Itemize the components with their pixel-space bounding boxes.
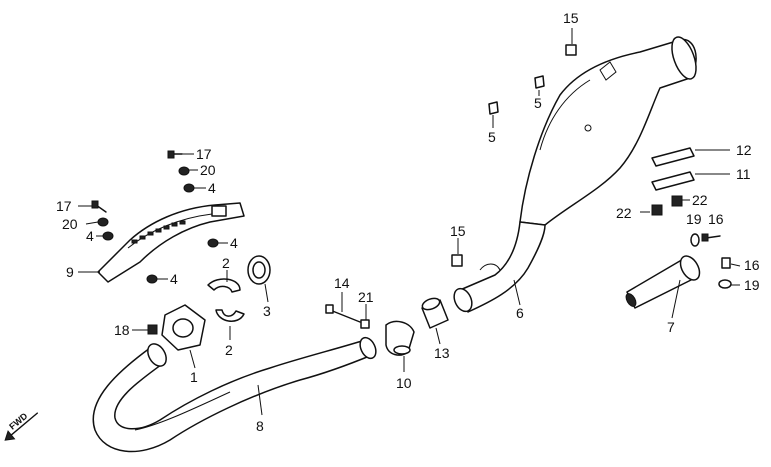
bolt-15-mid bbox=[451, 254, 463, 267]
label-2: 2 bbox=[222, 255, 230, 271]
tail-pipe bbox=[625, 255, 701, 309]
nut-4-upper bbox=[183, 183, 195, 193]
bolt-17-lower bbox=[91, 200, 107, 213]
bolt-15-top bbox=[565, 44, 577, 56]
washer-20-upper bbox=[178, 166, 190, 176]
label-4: 4 bbox=[170, 271, 178, 287]
grommet-22-b bbox=[671, 195, 683, 207]
label-15: 15 bbox=[563, 10, 579, 26]
nut-5b bbox=[488, 101, 499, 115]
nut-21 bbox=[360, 319, 370, 329]
label-19: 19 bbox=[686, 211, 702, 227]
label-20: 20 bbox=[200, 162, 216, 178]
label-21: 21 bbox=[358, 289, 374, 305]
fastener-16-upper bbox=[701, 233, 721, 242]
part-labels: 15 5 5 12 11 22 22 19 16 16 19 7 6 15 17… bbox=[56, 10, 760, 434]
label-22: 22 bbox=[692, 192, 708, 208]
gasket-3 bbox=[247, 255, 271, 285]
label-11: 11 bbox=[736, 166, 751, 182]
clamp-10 bbox=[385, 320, 415, 356]
gasket-plate-11 bbox=[651, 171, 695, 191]
washer-19-lower bbox=[718, 279, 732, 289]
exhaust-pipe bbox=[92, 336, 377, 453]
label-8: 8 bbox=[256, 418, 264, 434]
label-3: 3 bbox=[263, 303, 271, 319]
washer-19-upper bbox=[690, 233, 700, 247]
label-10: 10 bbox=[396, 375, 412, 391]
muffler bbox=[453, 36, 697, 313]
flange-1 bbox=[161, 304, 206, 351]
gasket-13 bbox=[421, 297, 449, 329]
label-14: 14 bbox=[334, 275, 350, 291]
nut-4-mid bbox=[207, 238, 219, 248]
label-2: 2 bbox=[225, 342, 233, 358]
label-16: 16 bbox=[744, 257, 760, 273]
label-1: 1 bbox=[190, 369, 198, 385]
label-22: 22 bbox=[616, 205, 632, 221]
label-4: 4 bbox=[230, 235, 238, 251]
label-4: 4 bbox=[86, 228, 94, 244]
label-6: 6 bbox=[516, 305, 524, 321]
leader-lines bbox=[78, 28, 741, 416]
heat-shield bbox=[97, 202, 245, 283]
label-5: 5 bbox=[488, 129, 496, 145]
fastener-16-lower bbox=[721, 257, 731, 269]
label-9: 9 bbox=[66, 264, 74, 280]
nut-5a bbox=[534, 75, 545, 89]
heat-shield-louvers bbox=[131, 220, 186, 244]
label-19: 19 bbox=[744, 277, 760, 293]
label-15: 15 bbox=[450, 223, 466, 239]
nut-4-bottom bbox=[146, 274, 158, 284]
collar-halves-2 bbox=[207, 278, 245, 322]
label-7: 7 bbox=[667, 319, 675, 335]
fwd-arrow-icon: FWD bbox=[4, 411, 39, 441]
label-18: 18 bbox=[114, 322, 130, 338]
bolt-14 bbox=[325, 304, 361, 323]
label-4: 4 bbox=[208, 180, 216, 196]
label-13: 13 bbox=[434, 345, 450, 361]
grommet-22-a bbox=[651, 204, 663, 216]
washer-20-lower bbox=[97, 217, 109, 227]
nut-4-lower bbox=[102, 231, 114, 241]
nut-18 bbox=[147, 324, 158, 335]
gasket-plate-12 bbox=[651, 147, 695, 167]
label-17: 17 bbox=[56, 198, 72, 214]
label-16: 16 bbox=[708, 211, 724, 227]
label-17: 17 bbox=[196, 146, 212, 162]
label-12: 12 bbox=[736, 142, 752, 158]
label-5: 5 bbox=[534, 95, 542, 111]
label-20: 20 bbox=[62, 216, 78, 232]
